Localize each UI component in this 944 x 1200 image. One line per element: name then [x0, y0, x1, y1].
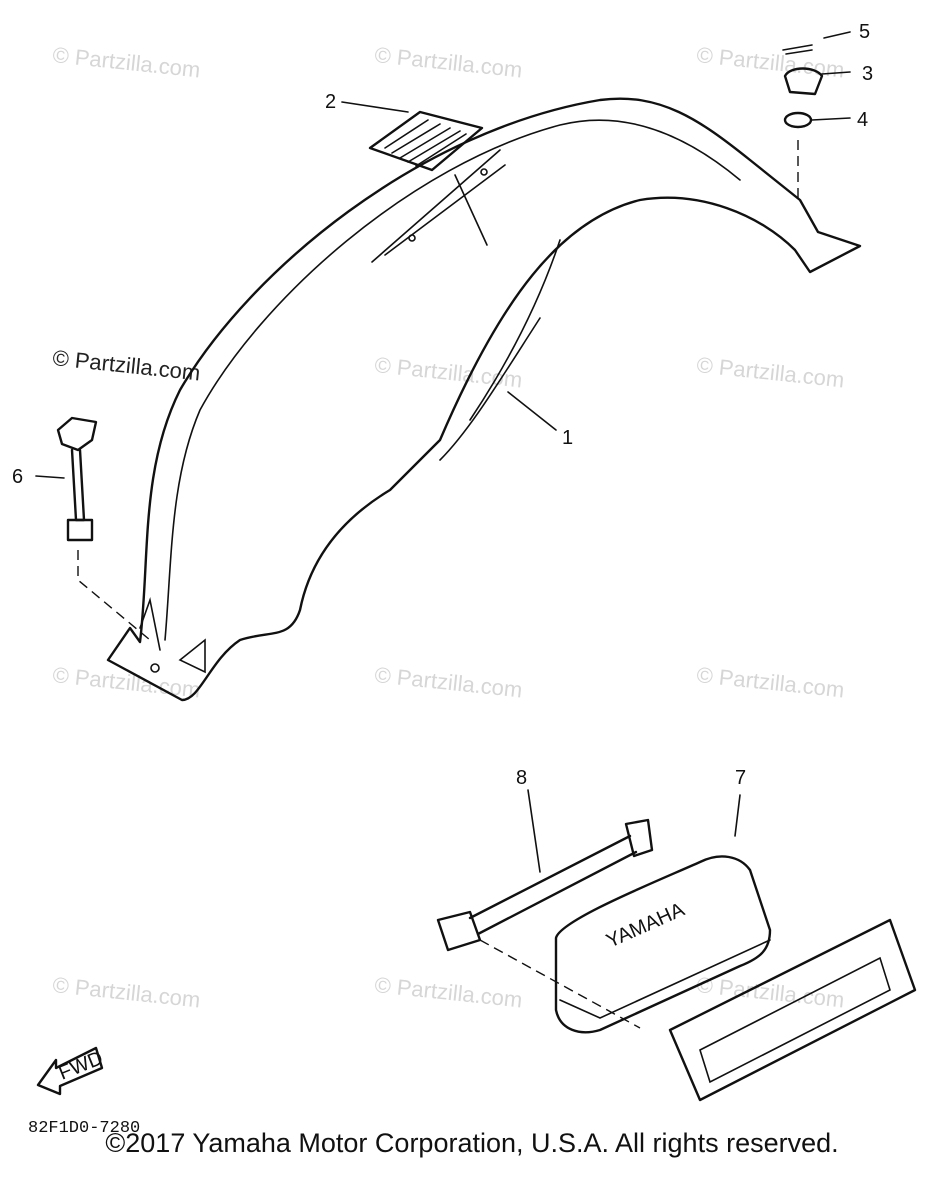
callout-7: 7 — [735, 767, 746, 789]
label-part-2 — [341, 101, 488, 246]
leader-1 — [507, 391, 557, 431]
callout-2: 2 — [325, 91, 336, 113]
callout-5: 5 — [859, 21, 870, 43]
box-brand-text: YAMAHA — [603, 898, 688, 952]
callout-4: 4 — [857, 109, 868, 131]
watermark: © Partzilla.com — [695, 352, 845, 392]
callout-numbers: 1 2 3 4 5 6 7 8 — [12, 21, 873, 789]
callout-3: 3 — [862, 63, 873, 85]
watermark: © Partzilla.com — [373, 972, 523, 1012]
fastener-parts-3-4-5 — [782, 31, 851, 200]
fender-part-1 — [106, 97, 862, 702]
watermark: © Partzilla.com — [373, 352, 523, 392]
watermark: © Partzilla.com — [695, 662, 845, 702]
copyright-notice: ©2017 Yamaha Motor Corporation, U.S.A. A… — [105, 1128, 839, 1158]
watermarks: © Partzilla.com © Partzilla.com © Partzi… — [51, 42, 845, 1012]
box-part-7: YAMAHA — [554, 794, 917, 1102]
watermark: © Partzilla.com — [51, 42, 201, 82]
watermark: © Partzilla.com — [373, 42, 523, 82]
strap-part-8 — [436, 789, 654, 1029]
callout-8: 8 — [516, 767, 527, 789]
watermark: © Partzilla.com — [51, 662, 201, 702]
watermark: © Partzilla.com — [51, 972, 201, 1012]
callout-1: 1 — [562, 427, 573, 449]
watermark: © Partzilla.com — [373, 662, 523, 702]
watermark-dark: © Partzilla.com — [51, 345, 201, 385]
diagram-code: 82F1D0-7280 — [28, 1119, 140, 1138]
fwd-label: FWD — [56, 1047, 106, 1084]
fwd-arrow: FWD — [36, 1046, 106, 1096]
callout-6: 6 — [12, 466, 23, 488]
bolt-part-6 — [35, 416, 151, 641]
